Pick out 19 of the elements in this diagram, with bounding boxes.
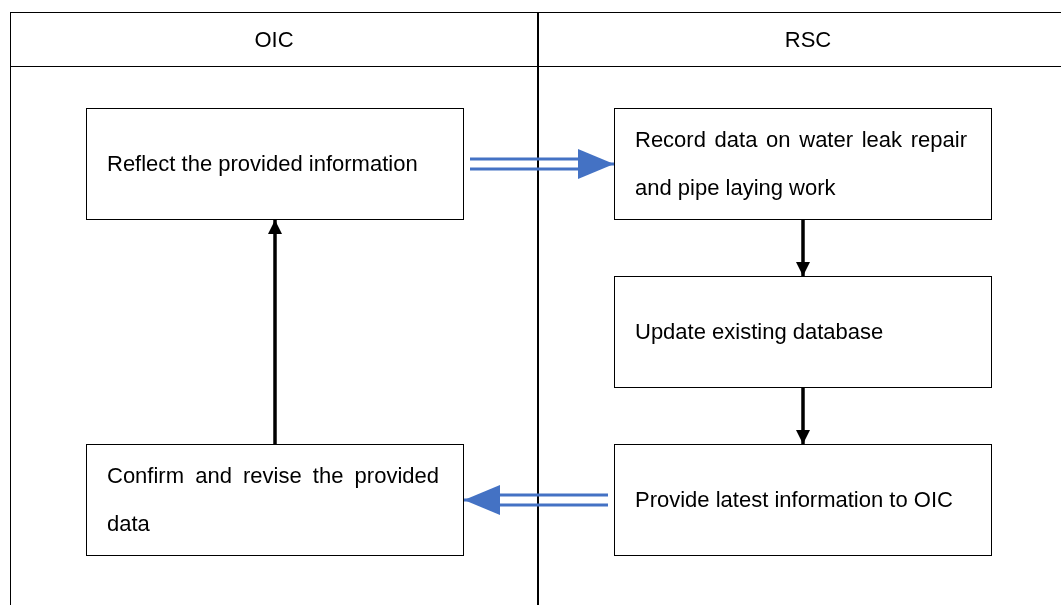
process-box xyxy=(86,444,464,556)
arrow xyxy=(796,388,810,444)
arrow xyxy=(468,149,616,179)
process-box xyxy=(86,108,464,220)
process-box xyxy=(614,108,992,220)
process-text: Confirm and revise the provided data xyxy=(107,462,439,538)
process-text: Reflect the provided information xyxy=(107,150,419,178)
process-box xyxy=(614,444,992,556)
lane-heading: OIC xyxy=(254,26,294,53)
process-text: Provide latest information to OIC xyxy=(635,486,954,514)
arrow xyxy=(462,485,610,515)
swimlane xyxy=(10,12,538,605)
lane-heading: RSC xyxy=(784,26,832,53)
process-text: Record data on water leak repair and pipe laying work xyxy=(635,126,967,202)
arrow xyxy=(268,220,282,444)
process-text: Update existing database xyxy=(635,318,885,346)
arrow xyxy=(796,220,810,276)
process-box xyxy=(614,276,992,388)
swimlane xyxy=(538,12,1061,605)
